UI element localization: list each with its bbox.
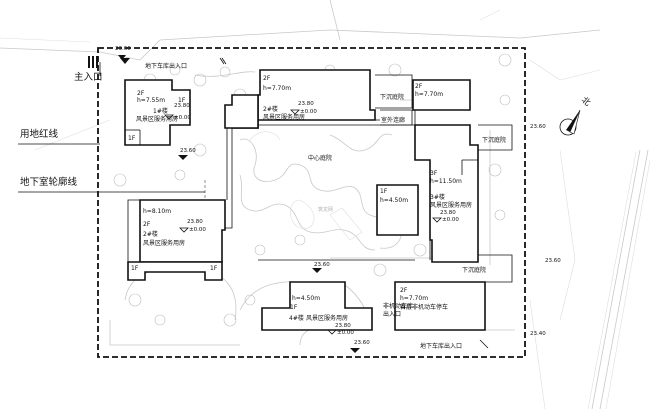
building-4: h=4.50m 1F 4#楼 风景区服务用房 23.80 ±0.00 — [261, 281, 373, 336]
b3top-floors: 2F — [415, 83, 423, 90]
b6-height: h=7.70m — [400, 295, 428, 302]
garage-entrances: 地下车库出入口 地下车库出入口 非机动车库 出入口 — [120, 57, 489, 350]
b5-height: h=8.10m — [143, 208, 171, 215]
main-entrance: 主入口 — [74, 56, 103, 83]
b1-floors: 2F — [137, 90, 145, 97]
b4-level-2: ±0.00 — [337, 330, 354, 336]
b5-floors: 2F — [143, 221, 151, 228]
elev-1: 23.60 — [115, 46, 131, 52]
b3-level-2: ±0.00 — [442, 217, 459, 223]
elev-6: 23.60 — [545, 258, 561, 264]
b2-level-1: 23.80 — [298, 101, 314, 107]
b3inner-floors: 1F — [380, 188, 388, 195]
b3-level-1: 23.80 — [440, 210, 456, 216]
callouts: 用地红线 地下室轮廓线 — [18, 128, 205, 193]
garage-entrance-top: 地下车库出入口 — [145, 62, 187, 70]
b1-use: 风景区服务用房 — [136, 115, 178, 123]
b2-height: h=7.70m — [263, 85, 291, 92]
outdoor-corridor: 室外连廊 — [381, 116, 405, 124]
b1-level-2: ±0.00 — [174, 115, 191, 121]
b5-wing-left: 1F — [131, 265, 139, 272]
b1-wing-label: 1F — [178, 97, 186, 104]
sunken-court-3: 下沉庭院 — [462, 266, 486, 274]
elevation-markers: 23.60 23.60 23.60 23.60 23.60 23.60 23.4… — [115, 46, 561, 353]
b4-use: 风景区服务用房 — [306, 314, 348, 322]
b6-use: 首层非机动车停车 — [400, 303, 448, 311]
sunken-courts: 下沉庭院 室外连廊 下沉庭院 下沉庭院 中心庭院 筑龙网 — [308, 74, 513, 283]
b4-height: h=4.50m — [292, 295, 320, 302]
b4-floors: 1F — [290, 304, 298, 311]
b1-name: 1#楼 — [153, 107, 168, 115]
watermark: 筑龙网 — [318, 206, 333, 213]
b5-name: 2#楼 — [143, 230, 158, 238]
b2-floors: 2F — [263, 75, 271, 82]
b5-use: 风景区服务用房 — [143, 239, 185, 247]
main-entrance-label: 主入口 — [74, 71, 103, 83]
b3inner-height: h=4.50m — [380, 197, 408, 204]
b1-level-1: 23.80 — [174, 103, 190, 109]
bike-entrance-2: 出入口 — [383, 310, 401, 318]
basement-outline-label: 地下室轮廓线 — [20, 176, 78, 188]
building-2: 2F h=7.70m 2#楼 风景区服务用房 23.80 ±0.00 — [224, 69, 376, 129]
b2-use: 风景区服务用房 — [263, 113, 305, 121]
b2-name: 2#楼 — [263, 105, 278, 113]
elev-3: 23.60 — [314, 262, 330, 268]
red-line-label: 用地红线 — [20, 128, 59, 140]
building-6: 2F h=7.70m 首层非机动车停车 — [394, 281, 486, 331]
b1-height: h=7.55m — [137, 97, 165, 104]
sunken-court-2: 下沉庭院 — [482, 136, 506, 144]
sunken-court-1: 下沉庭院 — [380, 93, 404, 101]
b3top-height: h=7.70m — [415, 91, 443, 98]
b3-name: 3#楼 — [430, 193, 445, 201]
north-arrow: 北 — [559, 95, 592, 136]
garage-entrance-bottom: 地下车库出入口 — [420, 342, 462, 350]
elev-2: 23.60 — [180, 148, 196, 154]
b3-use: 风景区服务用房 — [430, 201, 472, 209]
building-3-inner: 1F h=4.50m — [376, 184, 419, 236]
b4-level-1: 23.80 — [335, 323, 351, 329]
building-3: 3F h=11.50m 3#楼 风景区服务用房 23.80 ±0.00 — [414, 124, 479, 263]
b5-level-2: ±0.00 — [189, 227, 206, 233]
elev-5: 23.60 — [530, 124, 546, 130]
bike-entrance-1: 非机动车库 — [383, 302, 413, 310]
b5-level-1: 23.80 — [187, 219, 203, 225]
b1-wing-1f: 1F — [128, 135, 136, 142]
building-5: h=8.10m 2F 2#楼 风景区服务用房 23.80 ±0.00 1F 1F — [127, 199, 226, 281]
b4-name: 4#楼 — [289, 314, 304, 322]
elev-4: 23.60 — [354, 340, 370, 346]
elev-7: 23.40 — [530, 331, 546, 337]
b5-wing-right: 1F — [210, 265, 218, 272]
north-label: 北 — [579, 95, 592, 108]
b6-floors: 2F — [400, 287, 408, 294]
b3-floors: 3F — [430, 170, 438, 177]
central-courtyard: 中心庭院 — [308, 154, 332, 162]
building-3-top: 2F h=7.70m — [412, 79, 471, 111]
b2-level-2: ±0.00 — [300, 109, 317, 115]
b3-height: h=11.50m — [430, 178, 462, 185]
building-1: 2F h=7.55m 1F 1#楼 风景区服务用房 23.80 ±0.00 1F — [124, 79, 191, 146]
